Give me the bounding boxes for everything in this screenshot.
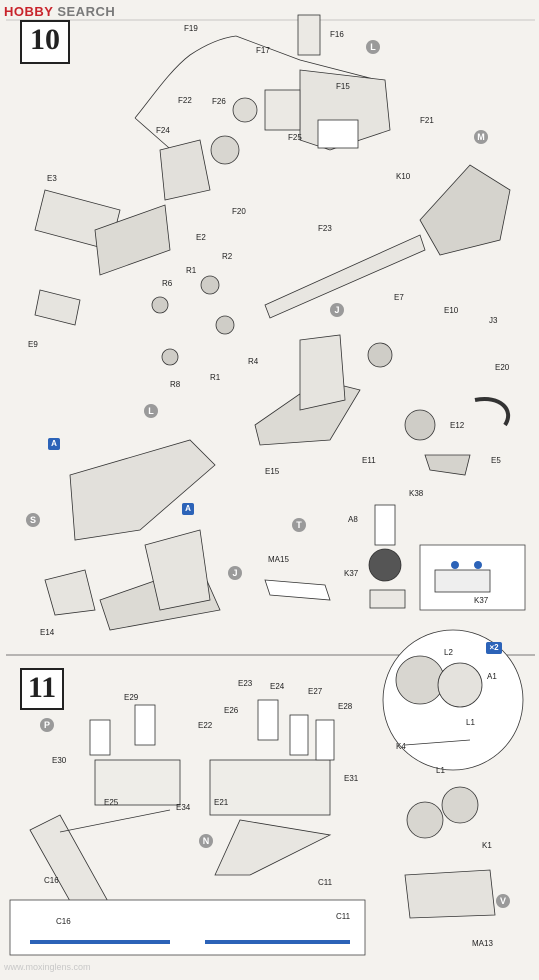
part-label: A8	[348, 515, 358, 524]
part-label: R8	[170, 380, 181, 389]
part-label: MA13	[472, 939, 493, 948]
part-label: R6	[162, 279, 173, 288]
callout-J-lower: J	[228, 566, 242, 580]
part-label: E7	[394, 293, 404, 302]
part-label: R1	[186, 266, 197, 275]
part-label: C16	[56, 917, 71, 926]
part-label: E34	[176, 803, 191, 812]
part-label: F25	[288, 133, 302, 142]
part-label: E15	[265, 467, 280, 476]
part-label: F22	[178, 96, 192, 105]
part-label: E9	[28, 340, 38, 349]
callout-V: V	[496, 894, 510, 908]
part-label: L2	[444, 648, 453, 657]
part-label: C11	[318, 878, 333, 887]
part-label: K10	[396, 172, 411, 181]
callout-N: N	[199, 834, 213, 848]
part-label: A1	[487, 672, 497, 681]
part-label: F16	[330, 30, 344, 39]
part-label: F20	[232, 207, 246, 216]
site-watermark: www.moxinglens.com	[4, 962, 91, 972]
step-number-11: 11	[20, 668, 64, 710]
part-label: L1	[466, 718, 475, 727]
part-label: K1	[482, 841, 492, 850]
part-label: E3	[47, 174, 57, 183]
part-label: F15	[336, 82, 350, 91]
part-label: E23	[238, 679, 253, 688]
part-label: E29	[124, 693, 139, 702]
part-label: F24	[156, 126, 170, 135]
part-label: E30	[52, 756, 67, 765]
callout-P: P	[40, 718, 54, 732]
part-label: F21	[420, 116, 434, 125]
part-label: E25	[104, 798, 119, 807]
part-label: E22	[198, 721, 213, 730]
part-label: E31	[344, 774, 359, 783]
cement-icon: A	[48, 438, 60, 450]
part-label: E14	[40, 628, 55, 637]
cement-icon: A	[182, 503, 194, 515]
callout-L-mid: L	[144, 404, 158, 418]
hobbysearch-watermark: HOBBY SEARCH	[4, 4, 116, 19]
part-label: E26	[224, 706, 239, 715]
part-label: L1	[436, 766, 445, 775]
part-label: R1	[210, 373, 221, 382]
callout-L-top: L	[366, 40, 380, 54]
step-number-10: 10	[20, 20, 70, 64]
quantity-x2-badge: ×2	[486, 642, 502, 654]
part-label: F26	[212, 97, 226, 106]
part-label: C16	[44, 876, 59, 885]
callout-S: S	[26, 513, 40, 527]
callout-M: M	[474, 130, 488, 144]
part-label: E20	[495, 363, 510, 372]
part-label: F23	[318, 224, 332, 233]
callout-J: J	[330, 303, 344, 317]
part-label: MA15	[268, 555, 289, 564]
part-label: K38	[409, 489, 424, 498]
part-label: F17	[256, 46, 270, 55]
part-label: E27	[308, 687, 323, 696]
part-label: E10	[444, 306, 459, 315]
part-label: E11	[362, 456, 376, 465]
part-label: J3	[489, 316, 498, 325]
part-label: E24	[270, 682, 285, 691]
part-label: K37	[344, 569, 359, 578]
part-label: E5	[491, 456, 501, 465]
part-label: R2	[222, 252, 233, 261]
callout-T: T	[292, 518, 306, 532]
part-label: E21	[214, 798, 229, 807]
part-label: E12	[450, 421, 465, 430]
part-label: K37	[474, 596, 489, 605]
part-label: F19	[184, 24, 198, 33]
part-label: E28	[338, 702, 353, 711]
part-label: R4	[248, 357, 259, 366]
part-label: C11	[336, 912, 351, 921]
part-label: E2	[196, 233, 206, 242]
part-label: K4	[396, 742, 406, 751]
